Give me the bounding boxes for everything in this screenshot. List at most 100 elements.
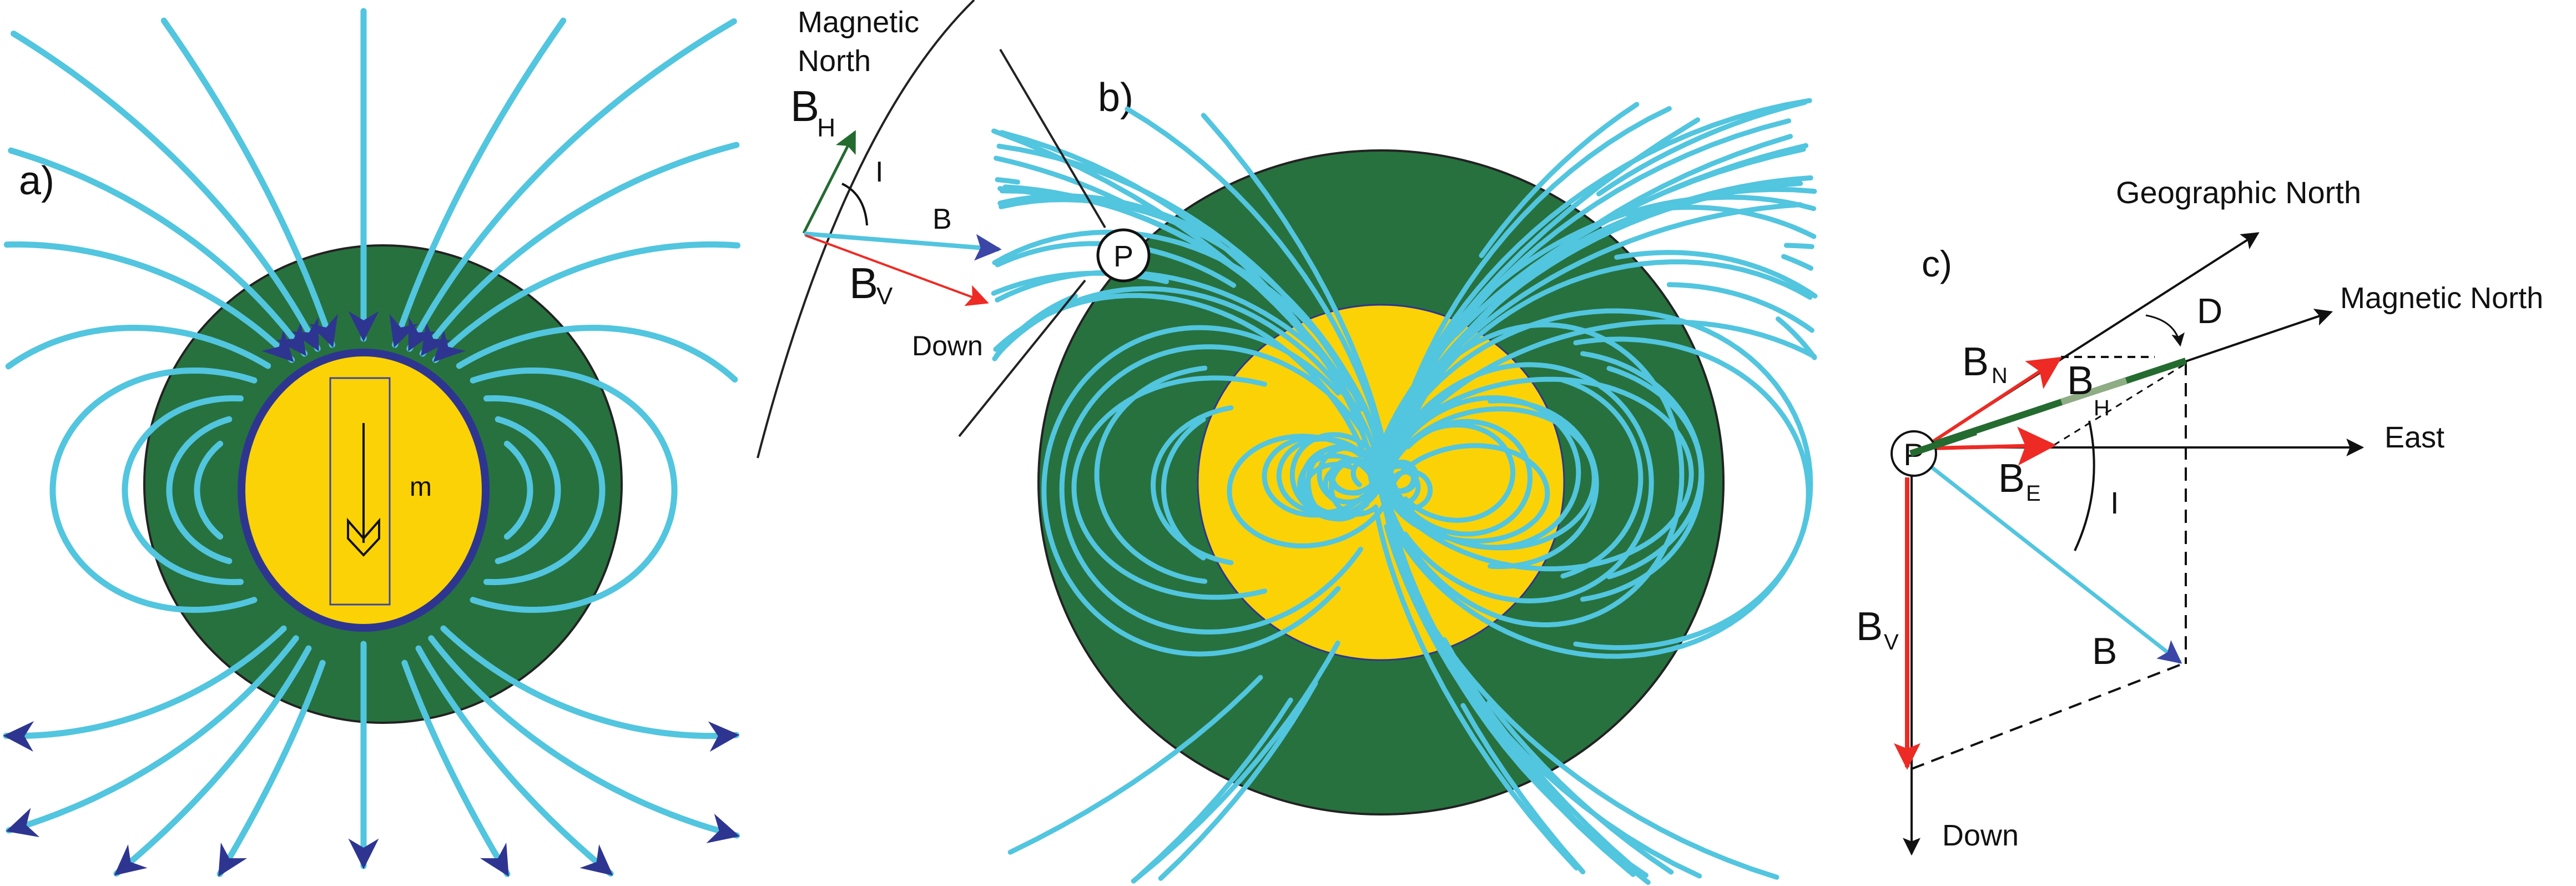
bv-label: B [849,259,878,308]
field-line [995,177,1020,185]
bh-highlight [2060,377,2128,405]
bv-subscript: V [876,283,893,310]
bv-arrow [805,234,989,306]
field-line [1614,250,1818,299]
field-line [483,395,606,585]
bn-arrow [1919,356,2063,451]
field-line [992,293,1078,361]
field-line [1403,362,1654,603]
field-line [1158,681,1318,881]
dashed-guide [2053,363,2186,446]
field-line [8,147,308,357]
field-line [1460,703,1586,874]
be-arrow [1920,426,2056,466]
field-line [1403,422,1516,523]
panel-b: b) P Magnetic North B H I B B V Down [757,0,1818,885]
field-line [3,625,287,752]
field-line [415,645,614,877]
field-line [999,188,1332,367]
field-line [1781,254,1814,271]
down-label: Down [912,330,983,361]
field-line [1404,469,1421,506]
inclination-arc [841,183,868,226]
field-line [996,143,1364,412]
panel-a: a) m [3,8,740,877]
field-line [994,155,1134,209]
field-line [1161,416,1206,561]
field-line [5,324,271,370]
field-line [419,142,740,357]
b-vector [1929,465,2182,664]
bn-label: B [1962,340,1989,384]
field-line [995,269,1385,449]
bh-vector-over-point [1909,429,1977,457]
field-line [456,324,738,383]
field-line [470,367,678,613]
field-line [1125,106,1386,449]
field-line [6,635,299,838]
field-line [1385,469,1433,511]
field-line [1041,325,1341,657]
field-line [1425,194,1816,363]
bar-magnet [329,377,391,606]
field-line [503,440,533,540]
field-line [160,17,338,348]
bn-subscript: N [1992,364,2008,388]
moment-label: m [410,472,432,502]
field-line [1373,504,1579,871]
field-line [1776,316,1817,360]
field-line [1379,376,1694,572]
bh-subscript: H [2094,396,2110,420]
field-line [999,130,1374,465]
b-label: B [932,203,952,235]
bh-label: B [2067,359,2094,403]
field-line [122,395,244,585]
field-line [1071,375,1267,600]
observation-point-b: P [1096,228,1151,283]
be-label: B [1998,456,2025,501]
field-line [1007,674,1263,855]
earth-surface-arc [757,0,975,459]
field-line [997,193,1200,232]
field-line [1305,444,1364,522]
field-line [1131,640,1340,884]
tangent-line-lower [958,279,1086,437]
field-line [1380,322,1685,628]
dashed-guide [1911,663,2183,770]
bv-label: B [1856,605,1883,649]
field-line [428,635,740,843]
field-line [1094,365,1208,584]
geographic-north-label: Geographic North [2116,175,2361,210]
field-line [1201,113,1387,447]
field-line [1350,459,1362,487]
point-label: P [1113,240,1133,273]
magnetic-north-label-2: North [798,44,871,78]
panel-c-label: c) [1922,243,1952,284]
field-lines-a [3,8,740,877]
field-line [49,367,258,613]
field-line [1289,432,1382,518]
inclination-arc [2074,420,2095,551]
be-subscript: E [2026,481,2041,506]
tangent-line-upper [999,48,1106,229]
field-line [432,241,740,363]
bh-arrow [802,130,856,234]
field-line [389,17,567,348]
east-label: East [2385,421,2444,454]
inclination-label: I [2110,485,2119,520]
field-line [1783,243,1814,249]
bh-label: B [790,82,819,130]
field-line [1405,319,1817,437]
field-lines-b [991,98,1818,885]
field-line [216,660,326,877]
field-line [1596,99,1808,197]
moment-arrow-head-icon [347,517,380,557]
b-arrow [804,231,1002,261]
panel-c: c) P Geographic North Magnetic North D E… [1856,175,2543,856]
field-line [440,625,740,752]
field-line [3,241,295,363]
bh-subscript: H [817,113,835,142]
field-line [1387,259,1813,474]
b-label: B [2092,630,2117,672]
